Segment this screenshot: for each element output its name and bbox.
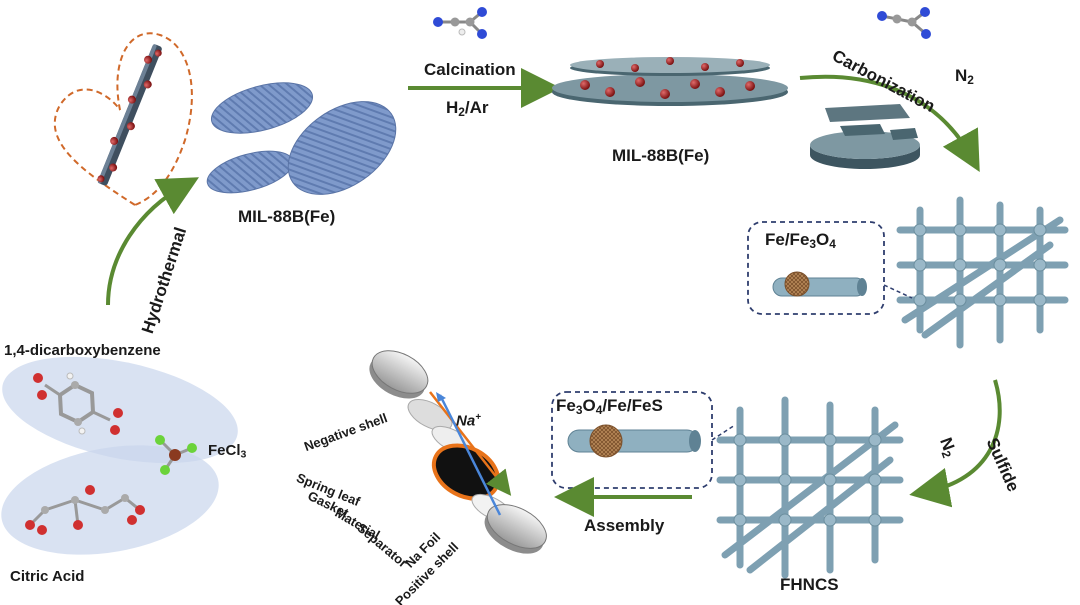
fecl3-label: FeCl3 bbox=[208, 442, 247, 461]
sulfide-arrow bbox=[909, 379, 1002, 508]
carbon-fragments bbox=[810, 104, 920, 169]
dicyandiamide-molecule-right bbox=[877, 7, 931, 39]
dicyandiamide-molecule-top bbox=[433, 7, 487, 39]
heart-inset bbox=[53, 32, 193, 207]
mil88b-spindle-label: MIL-88B(Fe) bbox=[238, 207, 336, 226]
fe3o4-fe-fes-tube bbox=[567, 424, 701, 458]
assembly-label: Assembly bbox=[584, 516, 665, 535]
lattice-top bbox=[896, 196, 1069, 349]
dicarboxybenzene-molecule bbox=[33, 372, 123, 435]
dicarboxybenzene-label: 1,4-dicarboxybenzene bbox=[4, 342, 161, 359]
mof-spindles bbox=[206, 82, 397, 195]
h2-ar-label: H2/Ar bbox=[446, 98, 489, 119]
calcination-label: Calcination bbox=[424, 60, 516, 79]
citric-acid-label: Citric Acid bbox=[10, 568, 85, 585]
fecl3-molecule bbox=[155, 435, 197, 475]
na-plus-label: Na+ bbox=[456, 412, 481, 430]
n2-top-label: N2 bbox=[955, 66, 974, 87]
fhncs-label: FHNCS bbox=[780, 575, 839, 594]
mof-plate bbox=[552, 57, 788, 106]
fe-fe3o4-label: Fe/Fe3O4 bbox=[765, 230, 836, 251]
fe-fe3o4-tube bbox=[772, 271, 867, 297]
coin-cell bbox=[369, 350, 547, 554]
fe3o4-fe-fes-label: Fe3O4/Fe/FeS bbox=[556, 396, 663, 417]
citric-acid-molecule bbox=[25, 485, 145, 535]
lattice-top-nodes bbox=[913, 223, 1047, 307]
mil88b-plate-label: MIL-88B(Fe) bbox=[612, 146, 710, 165]
hydrothermal-arrow bbox=[106, 177, 199, 306]
lattice-fhncs bbox=[716, 396, 904, 579]
carbonization-arrow bbox=[799, 74, 980, 173]
lattice-fhncs-nodes bbox=[733, 433, 882, 527]
